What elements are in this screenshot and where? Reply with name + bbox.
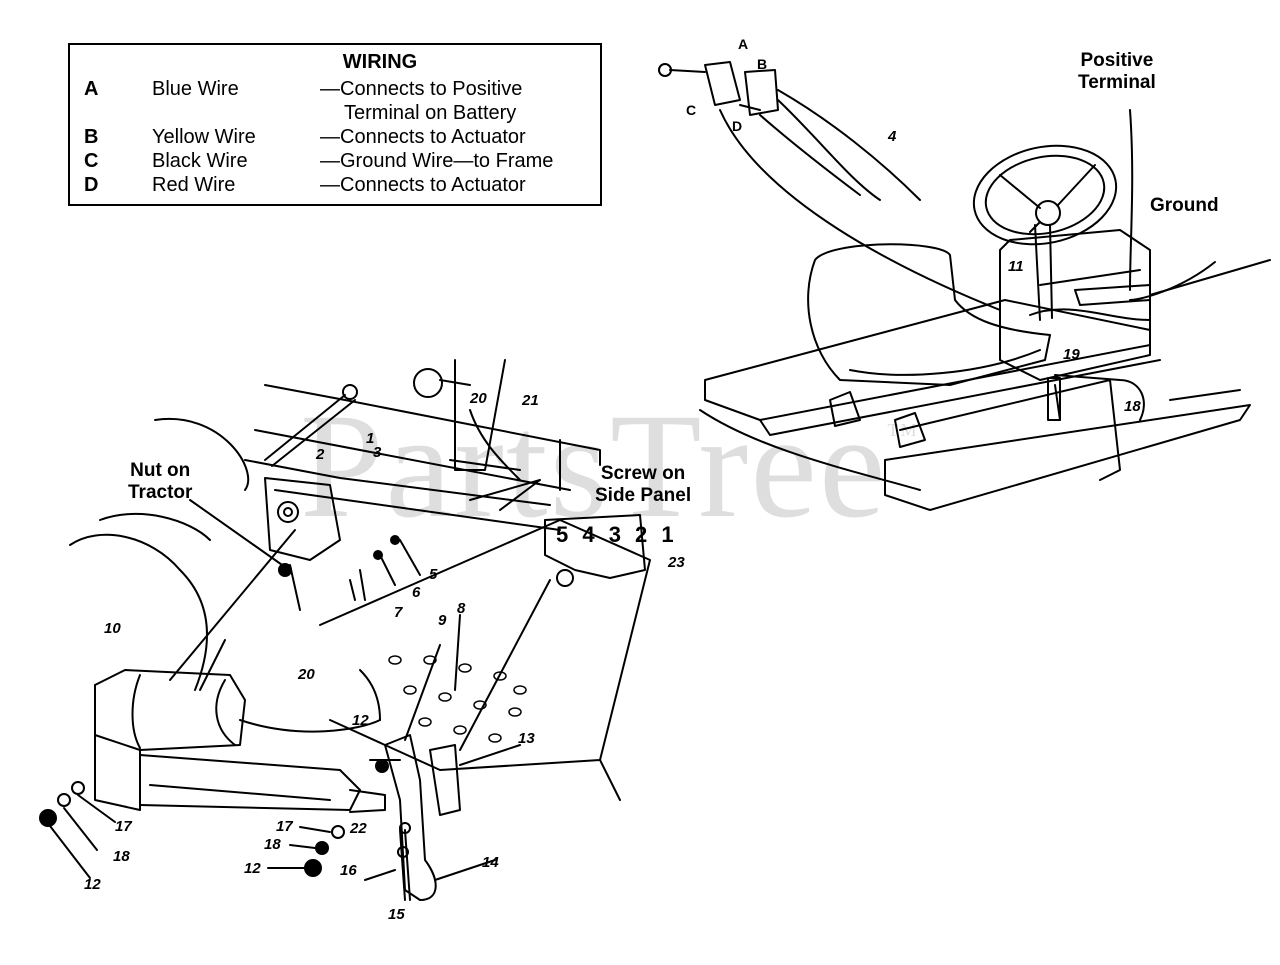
callout-13: 13 — [518, 730, 535, 747]
callout-4: 4 — [888, 128, 897, 145]
callout-18-left: 18 — [113, 848, 130, 865]
callout-16: 16 — [340, 862, 357, 879]
switch-letter-b: B — [757, 56, 768, 72]
lift-linkage-drawing — [39, 359, 651, 901]
callout-20-upper: 20 — [470, 390, 487, 407]
callout-11: 11 — [1008, 258, 1024, 275]
detent-numbers: 5 4 3 2 1 — [556, 522, 678, 547]
legend-title: WIRING — [342, 51, 418, 73]
callout-3: 3 — [373, 444, 382, 461]
nut-on-tractor-label: Nut on Tractor — [128, 460, 193, 503]
legend-wire: Red Wire — [152, 174, 236, 196]
callout-22: 22 — [350, 820, 367, 837]
callout-15: 15 — [388, 906, 405, 923]
legend-desc: —Ground Wire—to Frame — [320, 150, 554, 172]
callout-10: 10 — [104, 620, 121, 637]
tractor-drawing — [658, 61, 1271, 511]
legend-desc: —Connects to Actuator — [320, 174, 526, 196]
callout-12-lower: 12 — [244, 860, 261, 877]
legend-desc: —Connects to Positive — [320, 78, 523, 100]
legend-desc: —Connects to Actuator — [320, 126, 526, 148]
callout-8: 8 — [457, 600, 466, 617]
callout-18-right: 18 — [1124, 398, 1141, 415]
callout-12-left: 12 — [84, 876, 101, 893]
callout-19: 19 — [1063, 346, 1080, 363]
callout-20-lower: 20 — [298, 666, 315, 683]
legend-letter: D — [84, 174, 99, 196]
callout-6: 6 — [412, 584, 421, 601]
switch-letter-d: D — [732, 118, 743, 134]
switch-letter-c: C — [686, 102, 697, 118]
ground-label: Ground — [1150, 195, 1219, 216]
switch-letter-a: A — [738, 36, 749, 52]
legend-wire: Yellow Wire — [152, 126, 256, 148]
legend-wire: Blue Wire — [152, 78, 239, 100]
wiring-legend: WIRING A Blue Wire —Connects to Positive… — [68, 43, 602, 206]
callout-7: 7 — [394, 604, 403, 621]
legend-letter: B — [84, 126, 99, 148]
screw-on-side-panel-label: Screw on Side Panel — [595, 463, 692, 506]
callout-9: 9 — [438, 612, 447, 629]
callout-5: 5 — [429, 566, 438, 583]
callout-1: 1 — [366, 430, 375, 447]
legend-wire: Black Wire — [152, 150, 248, 172]
callout-21: 21 — [522, 392, 539, 409]
callout-17-bottom: 17 — [276, 818, 293, 835]
callout-17-left: 17 — [115, 818, 132, 835]
legend-letter: C — [84, 150, 99, 172]
callout-14: 14 — [482, 854, 499, 871]
legend-letter: A — [84, 78, 99, 100]
positive-terminal-label: Positive Terminal — [1078, 50, 1156, 93]
callout-18-bottom: 18 — [264, 836, 281, 853]
callout-12-upper: 12 — [352, 712, 369, 729]
callout-2: 2 — [316, 446, 325, 463]
legend-desc-continued: Terminal on Battery — [344, 102, 517, 124]
callout-23: 23 — [668, 554, 685, 571]
